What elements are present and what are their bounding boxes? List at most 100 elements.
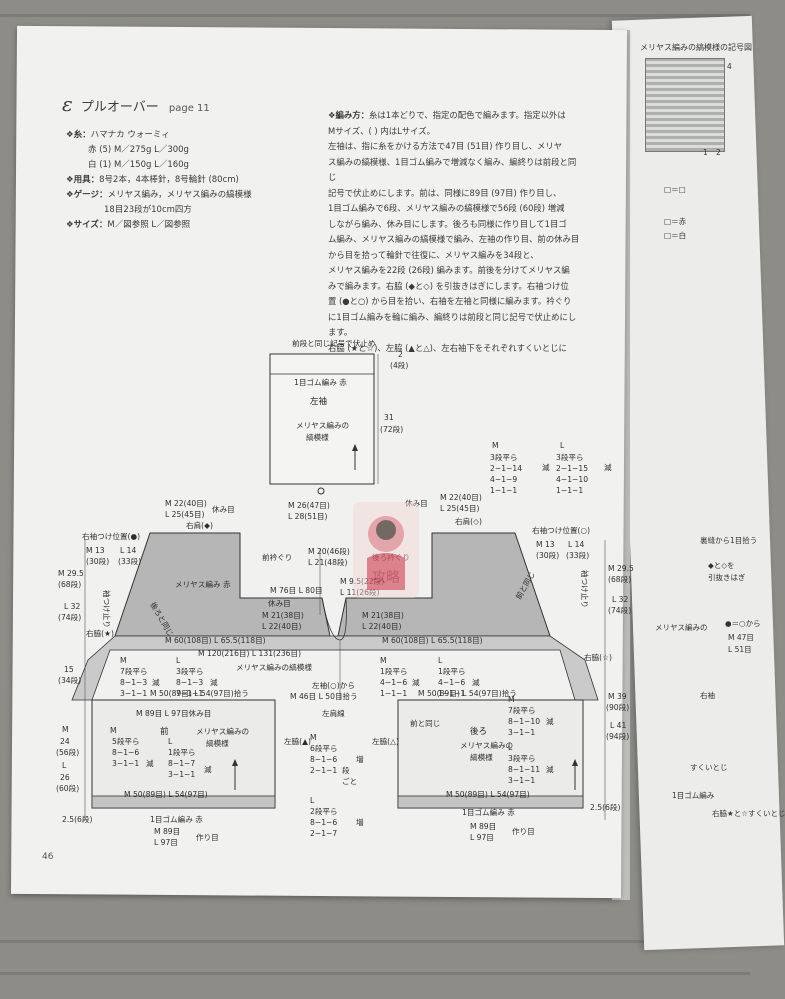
- instruction-line: 記号で伏止めにします。前は、同様に89目 (97目) 作り目し、: [328, 187, 562, 198]
- diagram-label: 1目ゴム編み 赤: [294, 377, 347, 387]
- diagram-label: M 60(108目) L 65.5(118目): [382, 636, 483, 645]
- materials-block: ❖糸：ハマナカ ウォーミィ 赤 (5) M／275g L／300g 白 (1) …: [66, 128, 306, 233]
- front-body-shape: [91, 699, 276, 809]
- diagram-label: 段: [342, 765, 350, 775]
- diagram-label: 3段平ら: [490, 452, 518, 462]
- diagram-label: 前と同じ: [410, 718, 440, 728]
- diagram-label: 減: [542, 462, 550, 472]
- diagram-label: L 97目: [470, 833, 494, 842]
- right-page-legend: □＝白: [664, 231, 687, 240]
- diagram-label: 縞模様: [306, 432, 329, 442]
- diagram-label: 縞模様: [206, 738, 229, 748]
- diagram-label: (30段): [536, 550, 559, 560]
- diagram-label: 右袖つけ位置(○): [532, 525, 590, 535]
- sleeve-caps: [71, 635, 599, 701]
- diagram-label: (30段): [86, 556, 109, 566]
- diagram-label: L 32: [612, 595, 628, 604]
- diagram-label: 3段平ら: [176, 666, 204, 676]
- diagram-label: M 13: [536, 540, 555, 549]
- diagram-label: L: [310, 796, 315, 805]
- diagram-label: (68段): [58, 579, 81, 589]
- diagram-label: 1−1−1: [438, 689, 465, 698]
- diagram-label: 減: [412, 677, 420, 687]
- instruction-line: 右脇 (★と☆)、左脇 (▲と△)、左右袖下をそれぞれすくいとじに: [328, 342, 567, 353]
- sleeve-marker: [317, 487, 325, 495]
- size-label: ❖サイズ：: [66, 220, 108, 230]
- diagram-label: M 22(40目): [165, 499, 207, 508]
- back-rib: [397, 795, 584, 809]
- diagram-label: M: [120, 656, 127, 665]
- right-page-note: 1目ゴム編み: [672, 791, 715, 800]
- diagram-label: M 29.5: [608, 564, 634, 573]
- diagram-label: 休み目: [268, 598, 291, 608]
- diagram-label: L 22(40目): [362, 622, 402, 631]
- yarn-red: 赤 (5) M／275g L／300g: [88, 145, 189, 155]
- diagram-label: L: [176, 656, 181, 665]
- diagram-label: M 20(46段): [308, 546, 350, 556]
- right-page-note: 右袖: [700, 691, 715, 700]
- diagram-label: L: [62, 761, 67, 770]
- diagram-label: 前: [160, 726, 169, 737]
- diagram-label: 8−1−10: [508, 717, 540, 726]
- instruction-line: 左袖は、指に糸をかける方法で47目 (51目) 作り目し、メリヤ: [328, 141, 563, 151]
- right-page-note: すくいとじ: [690, 763, 728, 772]
- diagram-label: 7段平ら: [120, 666, 148, 676]
- diagram-label: 減: [604, 462, 612, 472]
- instruction-line: みで編みます。右脇 (◆と◇) を引抜きはぎにします。右袖つけ位: [328, 280, 569, 291]
- front-rib: [91, 795, 276, 809]
- diagram-label: 1−1−1: [556, 486, 583, 495]
- diagram-label: L 28(51目): [288, 512, 328, 521]
- diagram-label: 8−1−7: [168, 759, 195, 768]
- diagram-label: 左肩線: [322, 708, 345, 718]
- diagram-label: 3−1−1: [112, 759, 139, 768]
- diagram-label: 減: [152, 677, 160, 687]
- diagram-label: M 50(89目) L 54(97目): [446, 790, 530, 799]
- front-arrow-head: [232, 759, 238, 766]
- right-page-note: M 47目: [728, 633, 754, 642]
- diagram-label: M 22(40目): [440, 493, 482, 502]
- diagram-label: L 25(45目): [165, 510, 205, 519]
- diagram-label: L 11(26段): [340, 587, 380, 597]
- diagram-label: メリヤス編みの: [460, 740, 513, 750]
- yarn-label: ❖糸：: [66, 130, 91, 140]
- diagram-label: (33段): [566, 550, 589, 560]
- diagram-label: 3−1−1: [120, 689, 147, 698]
- diagram-label: 2.5(6段): [62, 814, 92, 824]
- diagram-label: 7−1−1: [176, 689, 203, 698]
- diagram-label: 8−1−6: [112, 748, 139, 757]
- diagram-label: L 22(40目): [262, 622, 302, 631]
- diagram-label: 4−1−6: [438, 678, 465, 687]
- diagram-label: L: [560, 441, 565, 450]
- diagram-label: 縞模様: [470, 752, 493, 762]
- diagram-label: 右脇(☆): [584, 652, 612, 662]
- diagram-label: L: [438, 656, 443, 665]
- page-reference: page 11: [168, 103, 210, 114]
- desk-grain: [0, 972, 750, 975]
- instruction-line: に1目ゴム編みを輪に編み、編終りは前段と同じ記号で伏止めにします。: [328, 311, 577, 338]
- diagram-label: (60段): [56, 783, 79, 793]
- diagram-label: L: [168, 737, 173, 746]
- watermark-logo: 攻略: [353, 502, 419, 598]
- gauge-text-2: 18目23段が10cm四方: [104, 205, 192, 215]
- gauge-label: ❖ゲージ：: [66, 190, 108, 200]
- diagram-label: M 46目 L 50目拾う: [290, 691, 358, 701]
- diagram-label: 3段平ら: [508, 753, 536, 763]
- instruction-line: ム編み、メリヤス編みの縞模様で編み、左袖の作り目、前の休み目: [328, 234, 580, 244]
- diagram-label: 右袖つけ位置(●): [82, 531, 140, 541]
- diagram-label: (68段): [608, 574, 631, 584]
- diagram-label: 左袖(○)から: [312, 680, 355, 690]
- diagram-label: M 13: [86, 546, 105, 555]
- tools-text: 8号2本，4本棒針，8号輪針 (80cm): [99, 175, 239, 185]
- right-page-note: ●＝○から: [725, 619, 761, 628]
- diagram-label: 休み目: [212, 504, 235, 514]
- desk-grain: [0, 14, 750, 17]
- right-page-label: 4: [727, 62, 732, 71]
- diagram-label: 1段平ら: [168, 747, 196, 757]
- yarn-white: 白 (1) M／150g L／160g: [88, 160, 189, 170]
- diagram-label: M 50(89目) L 54(97目)拾う: [418, 688, 517, 698]
- diagram-label: 減: [210, 677, 218, 687]
- diagram-label: 31: [384, 413, 394, 422]
- diagram-label: 2: [398, 350, 403, 359]
- instruction-line: 1目ゴム編みで6段、メリヤス編みの縞模様で56段 (60段) 増減: [328, 203, 565, 213]
- diagram-label: 5段平ら: [112, 736, 140, 746]
